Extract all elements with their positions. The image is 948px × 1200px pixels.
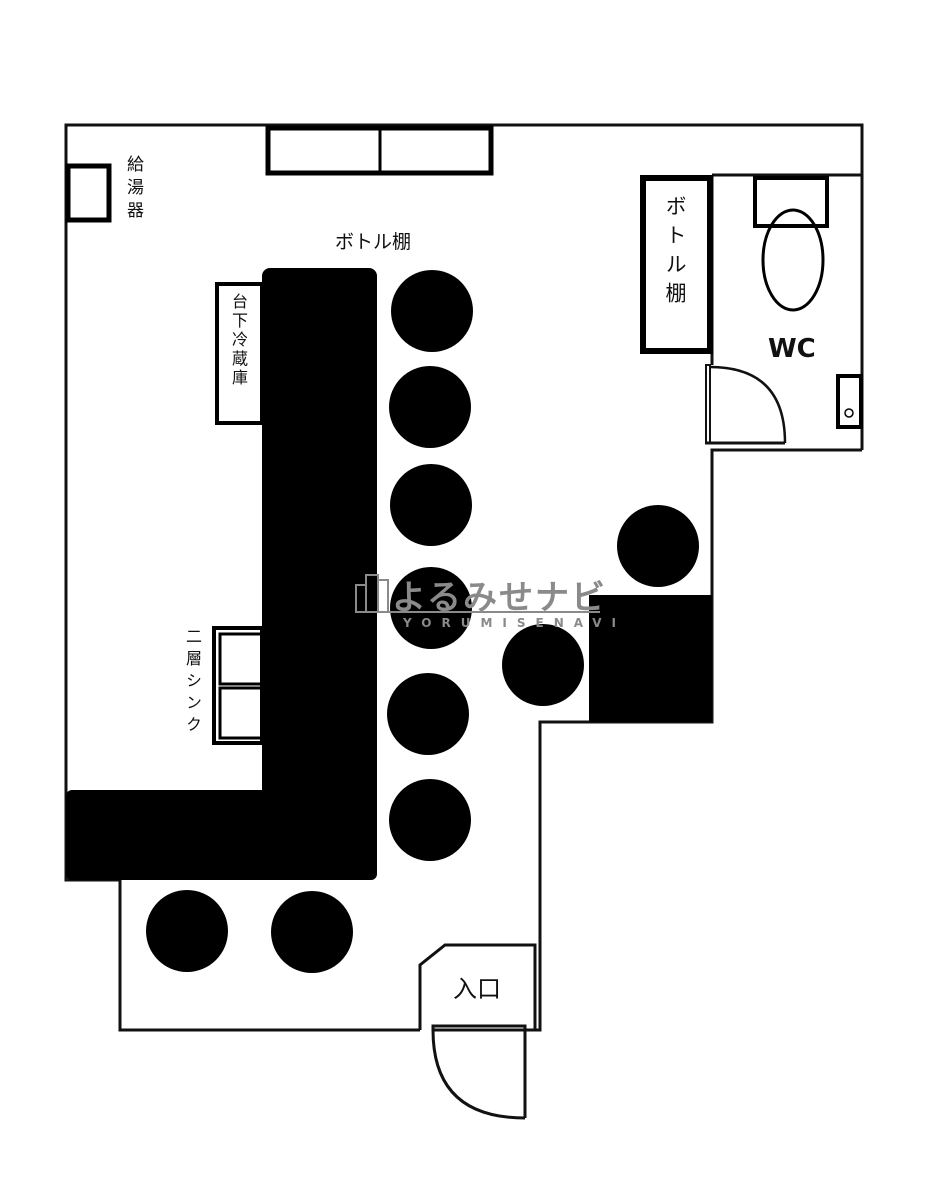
watermark-sub-text: YORUMISENAVI: [403, 616, 626, 630]
sink-basin-2: [218, 686, 264, 740]
bottle-shelf-top-label: ボトル棚: [335, 231, 412, 253]
double-sink-label: 二層シンク: [183, 628, 202, 738]
entrance-door-frame: [431, 1024, 527, 1032]
stools: [146, 270, 699, 973]
stool: [146, 890, 228, 972]
watermark-logo-text: よるみせナビ: [392, 578, 607, 618]
entrance-door-swing: [431, 1029, 526, 1120]
sink-basin-1: [218, 632, 264, 686]
stool: [387, 673, 469, 755]
outer-wall: [64, 123, 864, 1032]
bar-counter-horizontal: [66, 790, 377, 880]
stool: [390, 464, 472, 546]
stool: [391, 270, 473, 352]
stool: [390, 567, 472, 649]
toilet-bowl: [761, 208, 825, 312]
wc-label: WC: [768, 334, 816, 364]
wc-door-swing: [709, 365, 787, 444]
wc-sink-drain: [844, 408, 854, 418]
stool: [389, 366, 471, 448]
under-fridge-label: 台下冷蔵庫: [229, 293, 248, 388]
stool: [389, 779, 471, 861]
bottle-shelf-right: [640, 175, 713, 354]
water-heater: [65, 163, 112, 223]
water-heater-label: 給湯器: [123, 155, 143, 224]
stool: [617, 505, 699, 587]
entrance-vestibule: [418, 943, 537, 1030]
stool: [502, 624, 584, 706]
entrance-label: 入口: [453, 975, 501, 1003]
stool: [271, 891, 353, 973]
toilet-tank: [753, 176, 829, 228]
wc-hand-sink: [836, 374, 863, 429]
wc-door-frame: [705, 364, 711, 444]
storage-block: [589, 595, 712, 722]
bottle-shelf-right-label: ボトル棚: [663, 195, 687, 311]
watermark-logo-icon: [355, 574, 600, 613]
bar-counter-vertical: [262, 268, 377, 878]
